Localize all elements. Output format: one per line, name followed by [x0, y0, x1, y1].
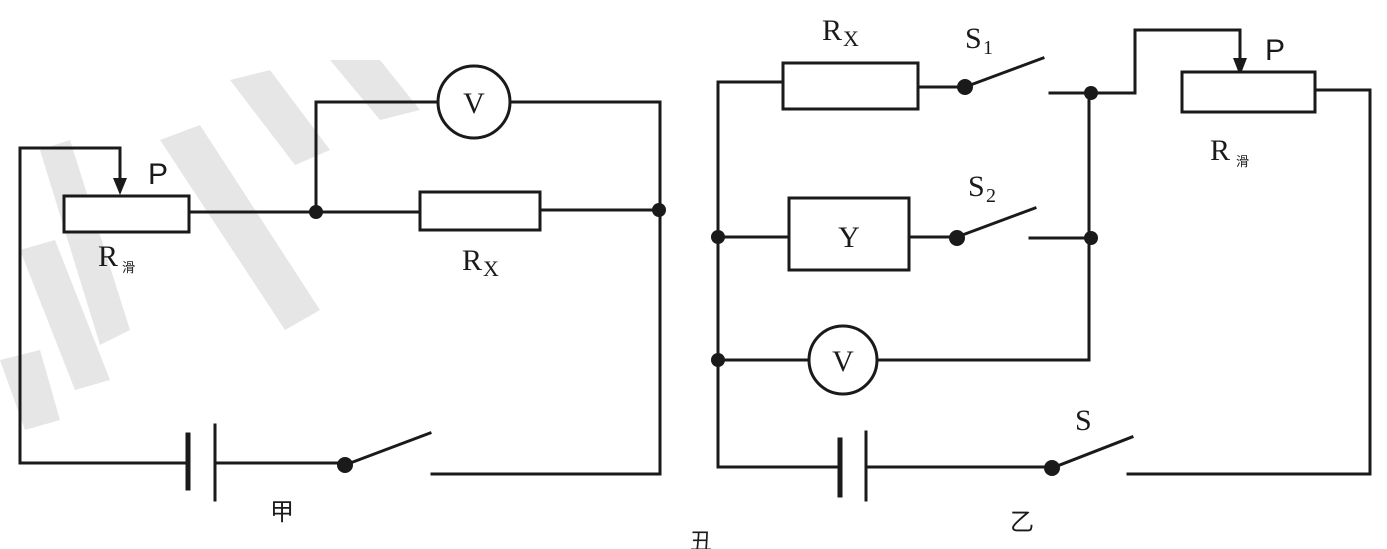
rheostat-b-sub: 滑 [1236, 154, 1249, 169]
resistor-a-label: R [462, 244, 482, 277]
wire-b-v-right [875, 91, 1091, 362]
wire-a-voltmeter-right [510, 100, 662, 212]
voltmeter-a [436, 64, 512, 140]
rheostat-b-label: R [1210, 134, 1230, 167]
switch-b-main-pivot [1044, 460, 1060, 476]
wire-a-switch-to-right [430, 208, 662, 476]
node-b-3 [1084, 86, 1098, 100]
wire-a-voltmeter-left [314, 100, 438, 214]
rheostat-a [62, 194, 191, 234]
node-b-4 [1084, 231, 1098, 245]
switch-a-blade [343, 431, 432, 467]
circuit-b-caption: 乙 [1010, 510, 1034, 536]
voltmeter-a-label: V [463, 87, 485, 120]
slider-b-arrow-icon [1233, 58, 1247, 76]
voltmeter-b-label: V [832, 345, 854, 378]
switch-b-main-blade [1050, 435, 1134, 470]
switch-b1-blade [963, 56, 1045, 89]
rheostat-a-sub: 滑 [122, 260, 135, 275]
node-b-1 [711, 230, 725, 244]
rheostat-b [1180, 70, 1317, 114]
node-a-1 [309, 205, 323, 219]
switch-b1-sub: 1 [983, 37, 993, 59]
stray-mark: 丑 [690, 529, 712, 549]
slider-a-arrow-icon [113, 178, 127, 195]
resistor-b-label: R [822, 14, 842, 47]
resistor-a-rx [418, 190, 542, 232]
switch-a-pivot [337, 457, 353, 473]
circuit-a-caption: 甲 [270, 500, 294, 526]
switch-b1-label: S [965, 22, 982, 55]
unknown-element-label: Y [838, 221, 860, 254]
switch-b2-sub: 2 [986, 185, 996, 207]
slider-a-label: P [148, 158, 168, 191]
switch-b-main-label: S [1075, 404, 1092, 437]
unknown-element-y [787, 196, 911, 272]
wire-b-to-slider [1087, 28, 1242, 95]
resistor-b-sub: X [843, 26, 859, 51]
wire-a-left-loop [18, 146, 190, 465]
wire-b-switch-to-right [1126, 88, 1372, 476]
circuit-a: P R 滑 R X V 甲 [18, 64, 666, 526]
circuit-b: R X S 1 S 2 Y V S P R 滑 乙 [711, 14, 1372, 536]
wire-b-left-bus [716, 80, 842, 469]
switch-b2-label: S [968, 170, 985, 203]
watermark [0, 60, 420, 430]
switch-b2-pivot [949, 230, 965, 246]
resistor-a-sub: X [483, 256, 499, 281]
node-b-2 [711, 353, 725, 367]
node-a-2 [652, 203, 666, 217]
voltmeter-b [807, 324, 879, 396]
switch-b1-pivot [957, 79, 973, 95]
resistor-b-rx [781, 61, 920, 111]
slider-b-label: P [1265, 34, 1285, 67]
rheostat-a-label: R [98, 240, 118, 273]
switch-b2-blade [955, 206, 1037, 239]
